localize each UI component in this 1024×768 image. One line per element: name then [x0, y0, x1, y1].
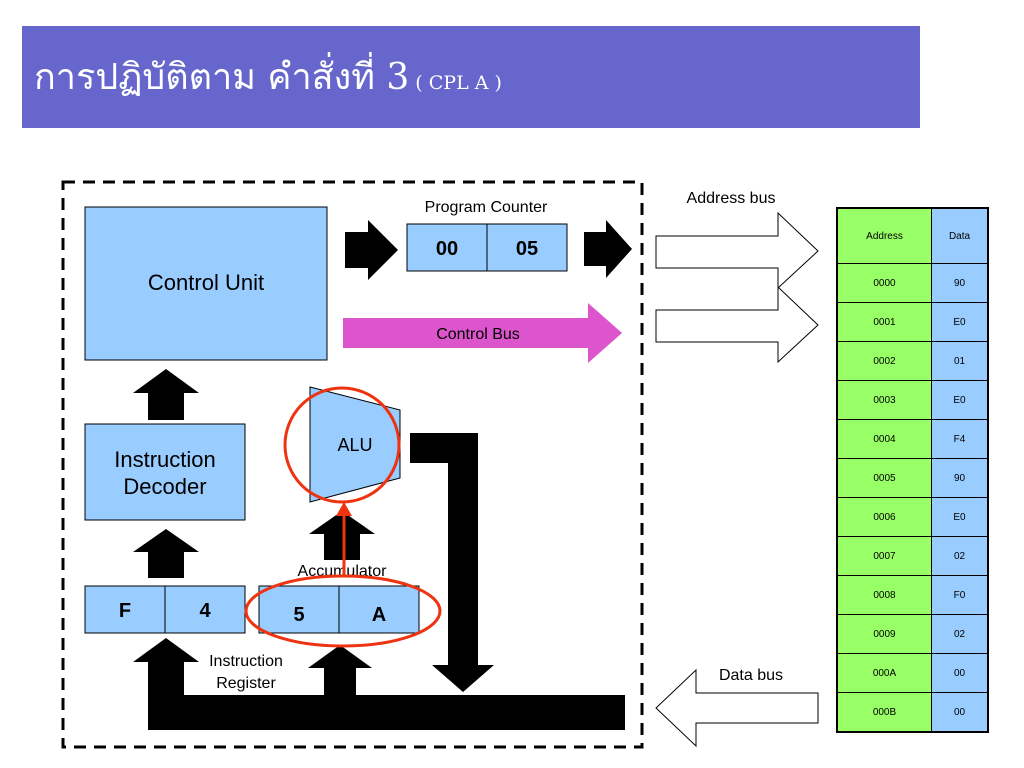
control-to-pc-arrow — [345, 220, 398, 280]
accumulator-high-value: 5 — [293, 604, 304, 626]
instruction-register-label-line1: Instruction — [209, 653, 283, 670]
address-bus-label: Address bus — [687, 190, 776, 207]
memory-data-cell: 01 — [931, 341, 989, 381]
memory-data-header: Data — [931, 207, 989, 264]
data-bus-arrow — [655, 668, 819, 748]
memory-data-cell: E0 — [931, 302, 989, 342]
memory-data-cell: 90 — [931, 458, 989, 498]
memory-address-cell: 0001 — [836, 302, 932, 342]
ir-input-arrow — [133, 638, 199, 695]
control-unit-label: Control Unit — [148, 270, 264, 295]
memory-table-header: Address Data — [836, 207, 989, 264]
memory-data-cell: E0 — [931, 380, 989, 420]
program-counter-high-cell — [406, 223, 488, 272]
highlight-connector-arrowhead — [336, 502, 352, 516]
memory-address-cell: 0007 — [836, 536, 932, 576]
memory-address-cell: 000B — [836, 692, 932, 733]
pc-output-arrow — [584, 220, 632, 278]
instruction-register-low-value: 4 — [199, 600, 211, 622]
memory-address-header: Address — [836, 207, 932, 264]
slide-title-sub: ( CPL A ) — [415, 72, 502, 94]
accumulator-low-value: A — [372, 604, 386, 626]
accumulator-low-cell — [338, 585, 420, 634]
memory-address-cell: 0008 — [836, 575, 932, 615]
program-counter-label: Program Counter — [425, 199, 548, 216]
memory-address-cell: 0003 — [836, 380, 932, 420]
memory-data-cell: 00 — [931, 692, 989, 733]
decoder-to-control-arrow — [133, 369, 199, 420]
ir-to-decoder-arrow — [133, 529, 199, 578]
memory-data-cell: F0 — [931, 575, 989, 615]
memory-data-cell: 02 — [931, 536, 989, 576]
acc-to-alu-arrow — [309, 511, 375, 560]
control-bus-external-arrow — [655, 285, 819, 364]
title-bar: การปฏิบัติตาม คำสั่งที่ 3( CPL A ) — [22, 26, 920, 128]
alu-output-path — [410, 433, 494, 692]
program-counter-low-cell — [486, 223, 568, 272]
memory-data-cell: 02 — [931, 614, 989, 654]
memory-address-cell: 000A — [836, 653, 932, 693]
memory-address-cell: 0009 — [836, 614, 932, 654]
instruction-decoder-box — [84, 423, 246, 521]
instruction-decoder-label-line2: Decoder — [123, 474, 206, 499]
memory-data-cell: F4 — [931, 419, 989, 459]
control-bus-label: Control Bus — [436, 326, 520, 343]
program-counter-high-value: 00 — [436, 238, 458, 260]
memory-address-cell: 0004 — [836, 419, 932, 459]
cpu-boundary — [61, 180, 644, 749]
control-bus-arrow — [343, 303, 622, 363]
alu-label: ALU — [337, 435, 372, 455]
instruction-register-high-value: F — [119, 600, 131, 622]
memory-data-cell: 00 — [931, 653, 989, 693]
data-bus-label: Data bus — [719, 667, 783, 684]
program-counter-low-value: 05 — [516, 238, 538, 260]
alu-highlight-circle — [283, 386, 401, 504]
internal-data-bus — [148, 695, 625, 730]
slide-title: การปฏิบัติตาม คำสั่งที่ 3( CPL A ) — [34, 48, 502, 105]
acc-input-arrow — [308, 645, 372, 695]
address-bus-arrow — [655, 211, 819, 290]
instruction-decoder-label-line1: Instruction — [114, 447, 216, 472]
alu-shape — [309, 386, 401, 503]
instruction-register-label-line2: Register — [216, 675, 276, 692]
instruction-register-low-cell — [164, 585, 246, 634]
memory-address-cell: 0005 — [836, 458, 932, 498]
memory-address-cell: 0006 — [836, 497, 932, 537]
memory-data-cell: E0 — [931, 497, 989, 537]
control-unit-box — [84, 206, 328, 361]
memory-address-cell: 0000 — [836, 263, 932, 303]
memory-data-cell: 90 — [931, 263, 989, 303]
slide-title-main: การปฏิบัติตาม คำสั่งที่ 3 — [34, 57, 410, 98]
memory-address-cell: 0002 — [836, 341, 932, 381]
instruction-register-high-cell — [84, 585, 166, 634]
